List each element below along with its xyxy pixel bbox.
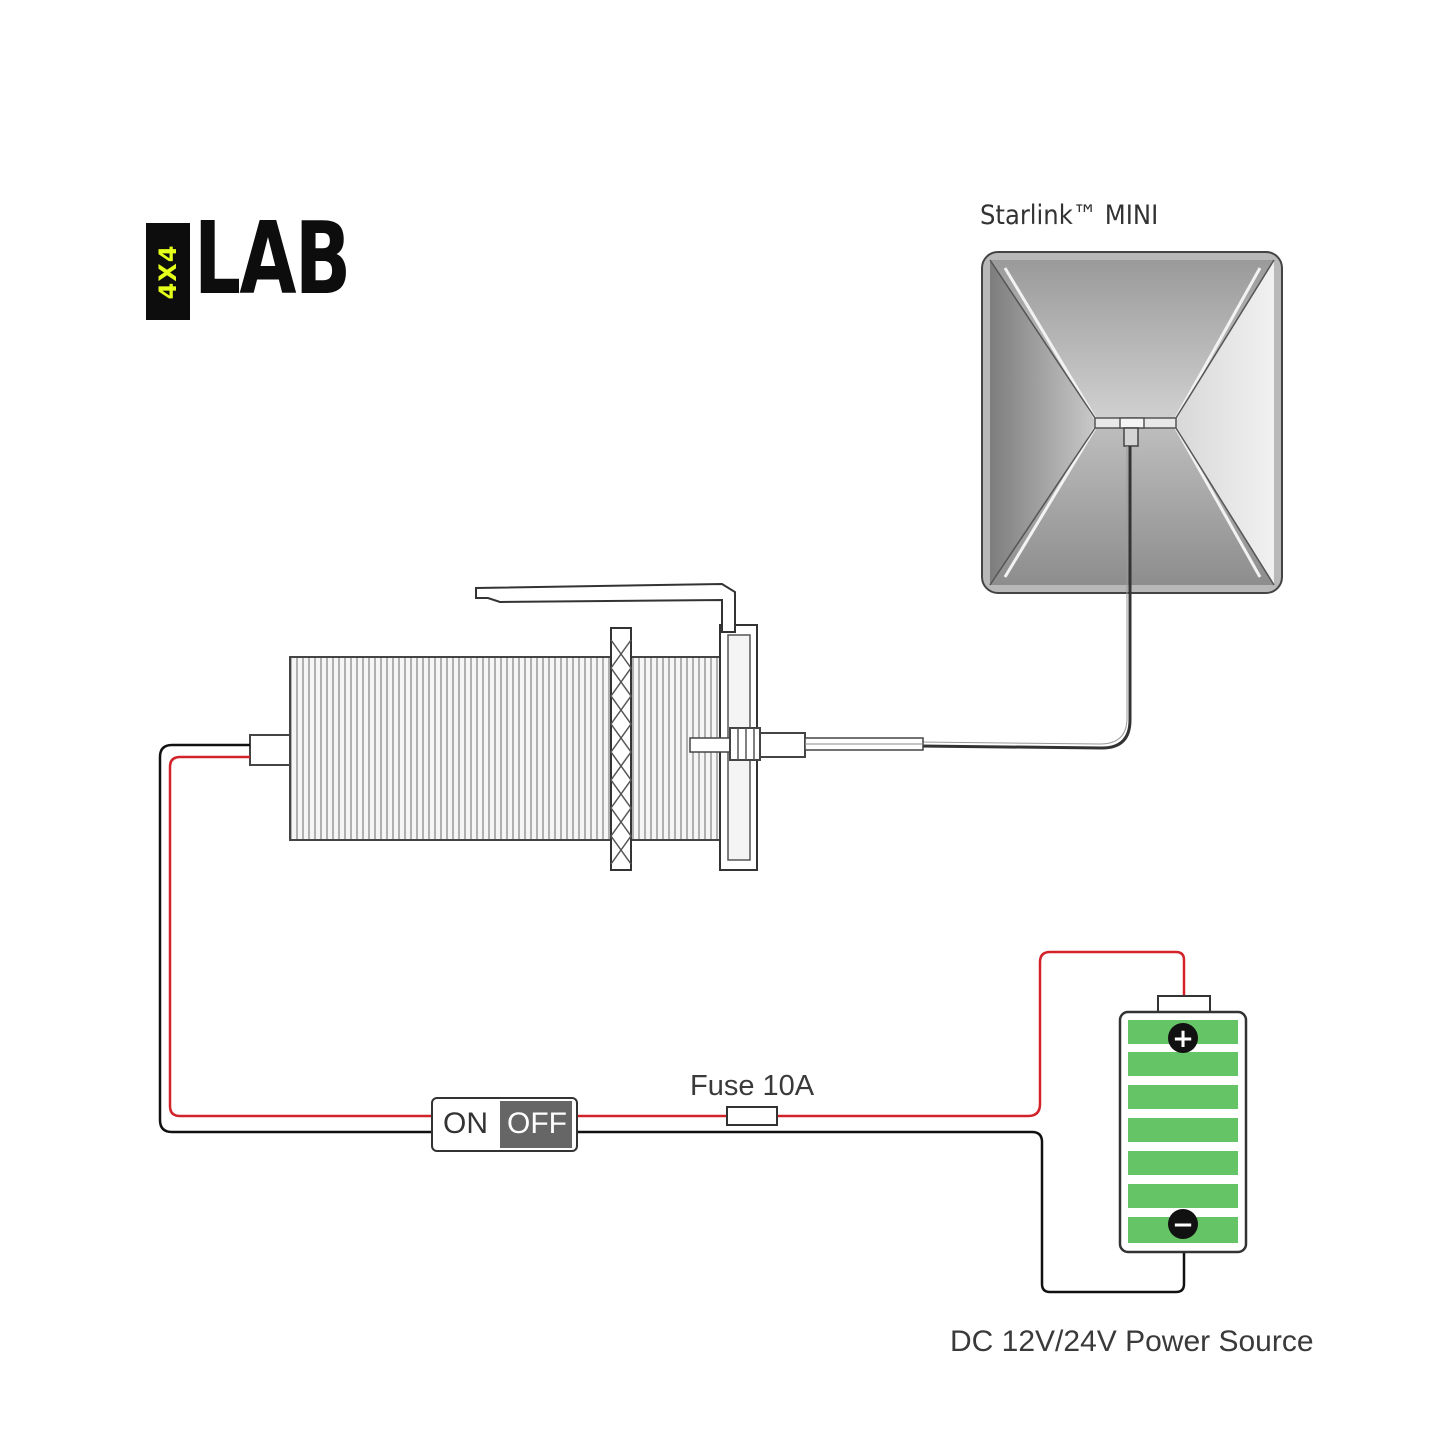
battery-icon: + −	[1118, 995, 1248, 1254]
battery-minus: −	[1172, 1210, 1194, 1240]
logo-badge: 4X4	[146, 223, 190, 320]
wiring	[158, 743, 1186, 1294]
bulkhead-socket-icon	[249, 582, 924, 871]
switch-off-label: OFF	[507, 1107, 567, 1140]
brand-logo: 4X4 LAB	[146, 209, 351, 323]
switch-on-label: ON	[443, 1107, 488, 1140]
device-label: Starlink™ MINI	[980, 200, 1159, 231]
logo-word: LAB	[194, 200, 351, 317]
switch-icon	[431, 1097, 578, 1152]
starlink-dish-icon	[981, 251, 1283, 594]
fuse-icon	[726, 1106, 778, 1126]
battery-plus: +	[1172, 1024, 1194, 1054]
fuse-label: Fuse 10A	[690, 1070, 815, 1102]
power-source-label: DC 12V/24V Power Source	[950, 1325, 1314, 1358]
dish-cable	[919, 446, 1132, 750]
